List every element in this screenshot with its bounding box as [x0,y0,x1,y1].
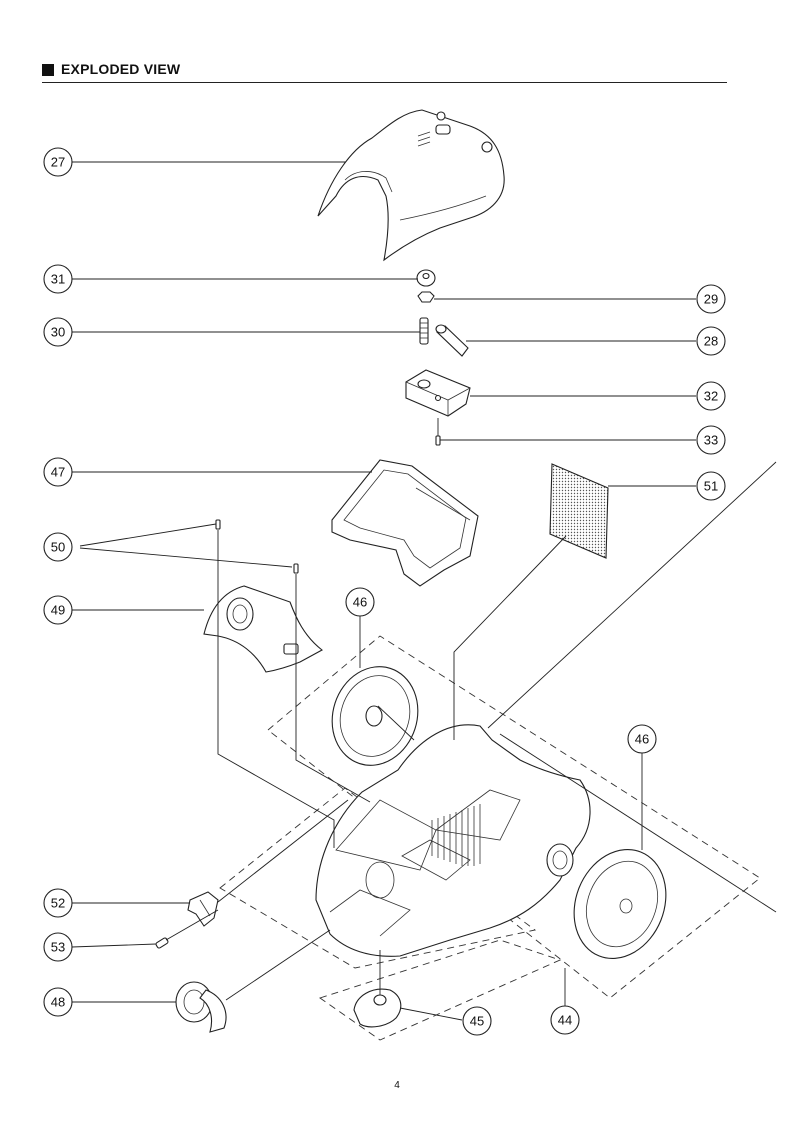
svg-text:32: 32 [704,389,718,404]
callout-47: 47 [43,457,73,487]
callout-31: 31 [43,264,73,294]
svg-text:30: 30 [51,325,65,340]
part-44-main-body [315,724,591,957]
callout-44: 44 [550,1005,580,1035]
callout-32: 32 [696,381,726,411]
body-rib-grille [431,804,481,866]
section-header: EXPLODED VIEW [42,60,727,83]
svg-text:51: 51 [704,479,718,494]
part-52-latch [187,891,219,927]
callout-53: 53 [43,932,73,962]
callout-29: 29 [696,284,726,314]
svg-text:29: 29 [704,292,718,307]
svg-text:50: 50 [51,540,65,555]
part-33-screw [435,418,441,446]
part-51-filter-pad [549,463,609,559]
part-49-inlet-cover [203,585,323,673]
callout-33: 33 [696,425,726,455]
callout-49: 49 [43,595,73,625]
callout-52: 52 [43,888,73,918]
svg-text:52: 52 [51,896,65,911]
callout-45: 45 [462,1006,492,1036]
callout-48: 48 [43,987,73,1017]
svg-text:31: 31 [51,272,65,287]
svg-text:45: 45 [470,1014,484,1029]
svg-text:28: 28 [704,334,718,349]
header-square-icon [42,64,54,76]
svg-text:46: 46 [353,595,367,610]
assembly-dashed-outlines [219,635,761,1041]
part-53-spring [155,937,169,949]
part-46-right-wheel [573,848,667,960]
callout-30: 30 [43,317,73,347]
svg-text:53: 53 [51,940,65,955]
part-32-bracket [405,369,471,417]
page-title: EXPLODED VIEW [61,61,181,77]
leader-lines [71,161,777,1021]
part-27-top-cover [317,109,505,262]
part-45-caster [353,950,402,1028]
part-50-screws [215,519,299,574]
callout-50: 50 [43,532,73,562]
svg-text:44: 44 [558,1013,572,1028]
part-28-button [435,324,469,357]
svg-text:48: 48 [51,995,65,1010]
callout-27: 27 [43,147,73,177]
callout-28: 28 [696,326,726,356]
part-48-front-swivel [175,981,227,1033]
callout-46-left: 46 [345,587,375,617]
svg-text:49: 49 [51,603,65,618]
part-46-left-wheel [331,666,419,766]
part-29-nut [417,291,435,303]
callout-51: 51 [696,471,726,501]
svg-text:33: 33 [704,433,718,448]
svg-text:46: 46 [635,732,649,747]
svg-text:47: 47 [51,465,65,480]
page-number: 4 [394,1080,400,1091]
callout-46-right: 46 [627,724,657,754]
part-47-filter-frame [331,459,479,587]
part-31-bushing [416,269,436,287]
part-30-spring [419,317,429,345]
svg-text:27: 27 [51,155,65,170]
